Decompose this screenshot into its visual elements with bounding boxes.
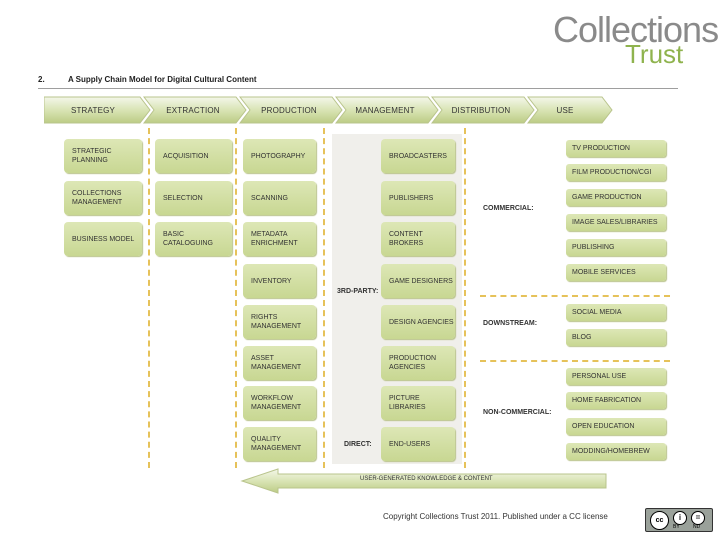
box-end-users: END-USERS (381, 427, 455, 461)
box-design-agencies: DESIGN AGENCIES (381, 305, 455, 339)
use-separator (480, 360, 670, 362)
stage-chevrons (44, 96, 613, 124)
logo-trust: Trust (625, 39, 684, 69)
stage-chevron-strategy (44, 96, 151, 124)
use-open-education: OPEN EDUCATION (566, 418, 666, 435)
heading-divider (38, 88, 678, 89)
box-production-agencies: PRODUCTION AGENCIES (381, 346, 455, 380)
box-selection: SELECTION (155, 181, 232, 215)
box-game-designers: GAME DESIGNERS (381, 264, 455, 298)
box-workflow-management: WORKFLOW MANAGEMENT (243, 386, 316, 420)
cc-license-badge: cc i = BY ND (645, 508, 713, 532)
box-publishers: PUBLISHERS (381, 181, 455, 215)
stage-labels: STRATEGY EXTRACTION PRODUCTION MANAGEMEN… (48, 97, 614, 123)
no-derivatives-icon: = (691, 511, 705, 525)
label-third-party: 3RD-PARTY: (337, 288, 379, 295)
column-divider (464, 128, 466, 468)
stage-chevron-production (238, 96, 343, 124)
box-business-model: BUSINESS MODEL (64, 222, 142, 256)
box-picture-libraries: PICTURE LIBRARIES (381, 386, 455, 420)
box-strategic-planning: STRATEGIC PLANNING (64, 139, 142, 173)
use-image-sales: IMAGE SALES/LIBRARIES (566, 214, 666, 231)
label-direct: DIRECT: (344, 441, 372, 448)
heading-number: 2. (38, 75, 45, 84)
column-divider (148, 128, 150, 468)
stage-chevron-extraction (142, 96, 247, 124)
box-broadcasters: BROADCASTERS (381, 139, 455, 173)
use-mobile-services: MOBILE SERVICES (566, 264, 666, 281)
box-photography: PHOTOGRAPHY (243, 139, 316, 173)
copyright-text: Copyright Collections Trust 2011. Publis… (383, 512, 608, 521)
box-acquisition: ACQUISITION (155, 139, 232, 173)
box-content-brokers: CONTENT BROKERS (381, 222, 455, 256)
box-rights-management: RIGHTS MANAGEMENT (243, 305, 316, 339)
stage-use: USE (556, 105, 574, 115)
column-divider (235, 128, 237, 468)
box-scanning: SCANNING (243, 181, 316, 215)
use-tv-production: TV PRODUCTION (566, 140, 666, 157)
column-divider (323, 128, 325, 468)
nd-label: ND (693, 524, 701, 530)
use-blog: BLOG (566, 329, 666, 346)
stage-chevron-management (334, 96, 439, 124)
stage-production: PRODUCTION (261, 105, 317, 115)
label-commercial: COMMERCIAL: (483, 205, 534, 212)
heading-title: A Supply Chain Model for Digital Cultura… (67, 75, 257, 84)
stage-chevron-distribution (430, 96, 535, 124)
use-personal-use: PERSONAL USE (566, 368, 666, 385)
label-non-commercial: NON-COMMERCIAL: (483, 409, 552, 416)
stage-extraction: EXTRACTION (166, 105, 220, 115)
feedback-arrow-label: USER-GENERATED KNOWLEDGE & CONTENT (360, 476, 493, 482)
use-separator (480, 295, 670, 297)
cc-icon: cc (650, 511, 669, 530)
box-asset-management: ASSET MANAGEMENT (243, 346, 316, 380)
use-game-production: GAME PRODUCTION (566, 189, 666, 206)
use-publishing: PUBLISHING (566, 239, 666, 256)
stage-strategy: STRATEGY (70, 105, 116, 115)
stage-management: MANAGEMENT (355, 105, 415, 115)
box-basic-cataloguing: BASIC CATALOGUING (155, 222, 232, 256)
use-social-media: SOCIAL MEDIA (566, 304, 666, 321)
stage-distribution: DISTRIBUTION (451, 105, 511, 115)
stage-chevron-use (526, 96, 613, 124)
by-label: BY (673, 524, 680, 530)
box-collections-management: COLLECTIONS MANAGEMENT (64, 181, 142, 215)
feedback-arrow (240, 468, 607, 494)
use-film-production: FILM PRODUCTION/CGI (566, 164, 666, 181)
use-home-fabrication: HOME FABRICATION (566, 392, 666, 409)
logo-collections: Collections (553, 9, 719, 50)
box-metadata-enrichment: METADATA ENRICHMENT (243, 222, 316, 256)
label-downstream: DOWNSTREAM: (483, 320, 538, 327)
box-quality-management: QUALITY MANAGEMENT (243, 427, 316, 461)
attribution-icon: i (673, 511, 687, 525)
box-inventory: INVENTORY (243, 264, 316, 298)
diagram-heading: 2. A Supply Chain Model for Digital Cult… (38, 75, 257, 84)
use-modding-homebrew: MODDING/HOMEBREW (566, 443, 666, 460)
